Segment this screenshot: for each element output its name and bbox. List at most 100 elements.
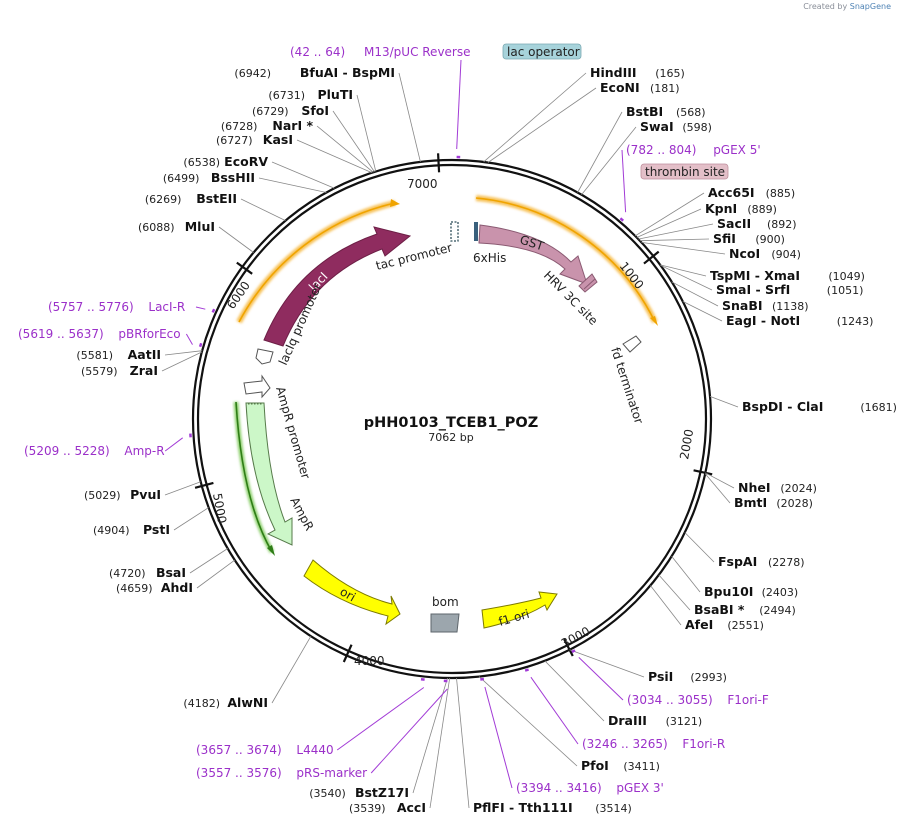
enzyme-position: (1051): [827, 284, 864, 297]
primer-name: pGEX 5': [713, 143, 760, 157]
enzyme-pfoi[interactable]: PfoI(3411): [478, 676, 660, 773]
enzyme-name: PluTI: [317, 87, 353, 102]
enzyme-nari[interactable]: NarI *(6728): [221, 118, 374, 173]
enzyme-sfii[interactable]: SfiI(900): [639, 231, 785, 246]
enzyme-position: (3514): [595, 802, 632, 815]
enzyme-acc65i[interactable]: Acc65I(885): [634, 185, 796, 237]
primer-range: (5209 .. 5228): [24, 444, 110, 458]
thrombin-site-label-bg: [640, 163, 729, 180]
enzyme-sfoi[interactable]: SfoI(6729): [252, 103, 375, 173]
enzyme-name: NarI *: [272, 118, 313, 133]
enzyme-psti[interactable]: PstI(4904): [93, 507, 209, 537]
enzyme-name: ZraI: [130, 363, 158, 378]
enzyme-psii[interactable]: PsiI(2993): [569, 649, 727, 684]
tick-label: 5000: [210, 492, 229, 525]
enzyme-snabi[interactable]: SnaBI(1138): [671, 281, 809, 313]
enzyme-smai-srfi[interactable]: SmaI - SrfI(1051): [660, 264, 864, 297]
enzyme-name: BmtI: [734, 495, 767, 510]
enzyme-bsai[interactable]: BsaI(4720): [109, 548, 228, 581]
enzyme-name: BspDI - ClaI: [742, 399, 823, 414]
primer-m13-puc-reverse[interactable]: (42 .. 64)M13/pUC Reverse: [290, 45, 471, 159]
primer-range: (5619 .. 5637): [18, 327, 104, 341]
tick-mark: [236, 261, 253, 275]
enzyme-name: AlwNI: [227, 695, 268, 710]
enzyme-position: (889): [747, 203, 777, 216]
primer-amp-r[interactable]: (5209 .. 5228) Amp-R: [24, 433, 192, 458]
enzyme-zrai[interactable]: ZraI(5579): [81, 351, 202, 378]
enzyme-mlui[interactable]: MluI(6088): [138, 219, 254, 253]
enzyme-fspai[interactable]: FspAI (2278): [684, 532, 805, 570]
primer-prs-marker[interactable]: (3557 .. 3576)pRS-marker: [196, 679, 448, 780]
enzyme-position: (885): [766, 187, 796, 200]
enzyme-name: FspAI: [718, 554, 757, 569]
features: [243, 221, 642, 633]
enzyme-bpu10i[interactable]: Bpu10I(2403): [671, 555, 799, 599]
laciq-promoter-arrow: [255, 348, 274, 365]
enzyme-alwni[interactable]: AlwNI(4182): [183, 635, 312, 710]
enzyme-econi[interactable]: EcoNI (181): [487, 80, 680, 163]
enzyme-position: (181): [650, 82, 680, 95]
enzyme-position: (568): [676, 106, 706, 119]
enzyme-ncoi[interactable]: NcoI(904): [641, 242, 801, 261]
tick-mark: [342, 644, 353, 663]
enzyme-name: SwaI: [640, 119, 674, 134]
enzyme-sacii[interactable]: SacII(892): [638, 216, 797, 240]
enzyme-name: PvuI: [130, 487, 161, 502]
primer-f1ori-f[interactable]: (3034 .. 3055)F1ori-F: [571, 649, 769, 707]
fd-terminator-arrow: [622, 335, 642, 353]
primer-l4440[interactable]: (3657 .. 3674)L4440: [196, 677, 425, 757]
thrombin-site-label: thrombin site: [645, 165, 725, 179]
primer-range: (782 .. 804): [626, 143, 696, 157]
enzyme-ahdi[interactable]: AhdI(4659): [116, 559, 236, 595]
primer-pgex-3[interactable]: (3394 .. 3416)pGEX 3': [480, 677, 664, 795]
ampr-arrow: [245, 402, 293, 546]
enzyme-bstz17i[interactable]: BstZ17I (3540): [309, 677, 448, 800]
enzyme-kpni[interactable]: KpnI (889): [636, 201, 777, 238]
enzyme-position: (2278): [768, 556, 805, 569]
enzyme-name: BstZ17I: [355, 785, 409, 800]
enzyme-name: EcoNI: [600, 80, 640, 95]
primer-pgex-5[interactable]: (782 .. 804) pGEX 5': [619, 143, 761, 222]
enzyme-bmti[interactable]: BmtI (2028): [704, 473, 813, 510]
enzyme-ecorv[interactable]: EcoRV(6538): [183, 154, 335, 189]
enzyme-eagi-noti[interactable]: EagI - NotI(1243): [682, 301, 874, 328]
enzyme-tspmi-xmai[interactable]: TspMI - XmaI(1049): [660, 264, 865, 283]
enzyme-bstbi[interactable]: BstBI(568): [577, 104, 706, 193]
enzyme-position: (2028): [776, 497, 813, 510]
enzyme-afei[interactable]: AfeI(2551): [650, 585, 764, 633]
f1-ori-arrow: [481, 591, 558, 629]
enzyme-acci[interactable]: AccI(3539): [349, 677, 451, 815]
primer-pbrforeco[interactable]: (5619 .. 5637)pBRforEco: [18, 327, 203, 348]
enzyme-draiii[interactable]: DraIII(3121): [544, 660, 702, 728]
ampr-promoter-arrow: [243, 374, 271, 399]
enzyme-aatii[interactable]: AatII(5581): [76, 347, 203, 362]
enzyme-pluti[interactable]: PluTI(6731): [268, 87, 377, 172]
ori-arrow: [303, 559, 401, 626]
enzyme-name: PstI: [143, 522, 170, 537]
enzyme-position: (2403): [762, 586, 799, 599]
enzyme-name: AatII: [128, 347, 161, 362]
enzyme-name: HindIII: [590, 65, 637, 80]
primer-laci-r[interactable]: (5757 .. 5776)LacI-R: [48, 300, 216, 314]
enzyme-hindiii[interactable]: HindIII(165): [483, 65, 685, 163]
enzyme-swai[interactable]: SwaI(598): [581, 119, 712, 195]
enzyme-bsteii[interactable]: BstEII(6269): [145, 191, 286, 221]
enzyme-bspdi-clai[interactable]: BspDI - ClaI(1681): [709, 396, 897, 414]
enzyme-bsabi[interactable]: BsaBI *(2494): [658, 574, 796, 617]
bom-block: [430, 613, 460, 633]
enzyme-position: (904): [771, 248, 801, 261]
enzyme-pflfi-tth111i[interactable]: PflFI - Tth111I(3514): [456, 677, 632, 815]
enzyme-position: (900): [755, 233, 785, 246]
enzyme-bsshii[interactable]: BssHII(6499): [163, 170, 327, 193]
enzyme-position: (4659): [116, 582, 153, 595]
primer-name: Amp-R: [124, 444, 164, 458]
enzyme-name: KpnI: [705, 201, 737, 216]
enzyme-name: TspMI - XmaI: [710, 268, 800, 283]
primer-f1ori-r[interactable]: (3246 .. 3265)F1ori-R: [524, 668, 725, 751]
enzyme-kasi[interactable]: KasI(6727): [216, 132, 373, 174]
enzyme-bfuai-bspmi[interactable]: BfuAI - BspMI(6942): [234, 65, 421, 162]
enzyme-position: (6499): [163, 172, 200, 185]
enzyme-nhei[interactable]: NheI(2024): [705, 472, 817, 495]
enzyme-position: (3540): [309, 787, 346, 800]
enzyme-pvui[interactable]: PvuI(5029): [84, 481, 201, 502]
